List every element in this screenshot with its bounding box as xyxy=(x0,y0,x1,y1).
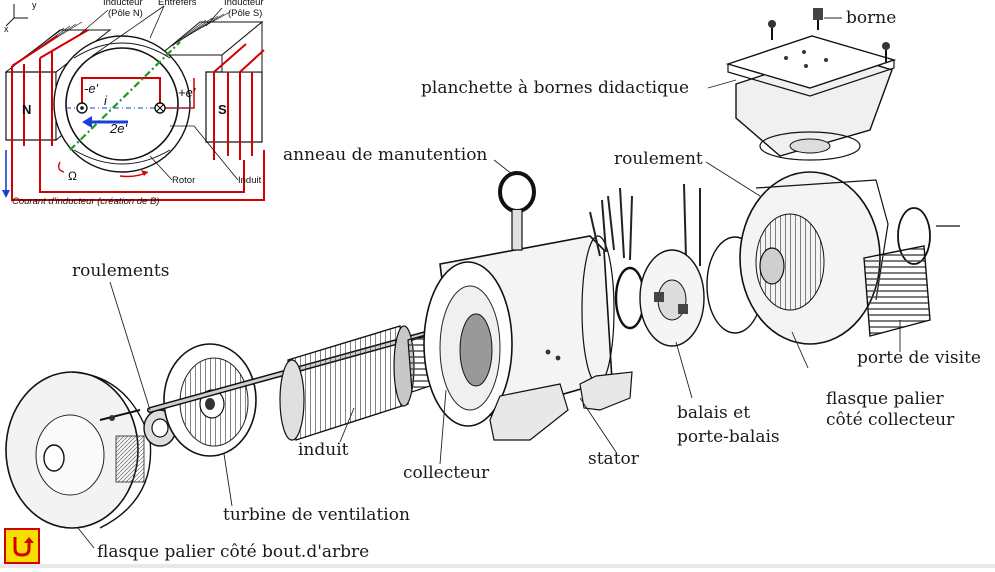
label-anneau: anneau de manutention xyxy=(283,145,488,165)
inset-field-current-caption: Courant d'inducteur (création de B) xyxy=(12,196,160,207)
inset-pole-n-caption: (Pôle N) xyxy=(108,8,143,19)
inset-principle-sketch xyxy=(2,4,265,201)
label-roulement: roulement xyxy=(614,149,703,169)
inset-current-i: i xyxy=(104,93,107,108)
label-porte-visite: porte de visite xyxy=(857,348,981,368)
label-collecteur: collecteur xyxy=(403,463,490,483)
brush-holder xyxy=(639,249,705,347)
inset-axis-x-label: x xyxy=(4,24,9,34)
pole-s-block xyxy=(158,11,264,143)
end-shield-collector-side xyxy=(739,171,889,345)
label-stator: stator xyxy=(588,449,639,469)
inset-rotor-label: Rotor xyxy=(172,175,196,186)
label-balais-1: balais et xyxy=(677,403,751,423)
inset-omega: Ω xyxy=(68,169,77,183)
terminal-box xyxy=(725,8,897,161)
label-balais-2: porte-balais xyxy=(677,427,780,447)
inspection-door xyxy=(863,207,960,337)
label-borne: borne xyxy=(846,8,897,28)
inset-axis-y-label: y xyxy=(32,0,37,10)
pole-s-letter: S xyxy=(218,102,227,117)
label-planchette: planchette à bornes didactique xyxy=(421,78,689,98)
bottom-frame xyxy=(0,564,995,568)
return-button[interactable] xyxy=(4,528,40,564)
label-flasque-arbre: flasque palier côté bout.d'arbre xyxy=(97,542,370,562)
leader-lines xyxy=(77,17,901,549)
label-turbine: turbine de ventilation xyxy=(223,505,410,525)
label-roulements: roulements xyxy=(72,261,170,281)
inset-e-minus: -e' xyxy=(84,81,99,96)
inset-inducteur-n-label: Inducteur xyxy=(103,0,143,8)
label-flasque-collecteur-2: côté collecteur xyxy=(826,410,955,430)
bearing-left xyxy=(143,409,177,447)
ventilation-fan xyxy=(163,343,257,457)
stator-housing xyxy=(423,171,701,441)
label-flasque-collecteur-1: flasque palier xyxy=(826,389,944,409)
inset-e-plus: +e' xyxy=(178,85,196,100)
return-arrow-icon xyxy=(13,537,34,557)
inset-entrefers-label: Entrefers xyxy=(158,0,197,8)
inset-e-double: 2e' xyxy=(110,121,127,136)
pole-n-letter: N xyxy=(22,102,32,117)
label-induit: induit xyxy=(298,440,349,460)
inset-induit-label: Induit xyxy=(238,175,262,186)
inset-pole-s-caption: (Pôle S) xyxy=(228,8,263,19)
end-shield-shaft-side xyxy=(5,371,152,529)
inset-inducteur-s-label: Inducteur xyxy=(224,0,264,8)
